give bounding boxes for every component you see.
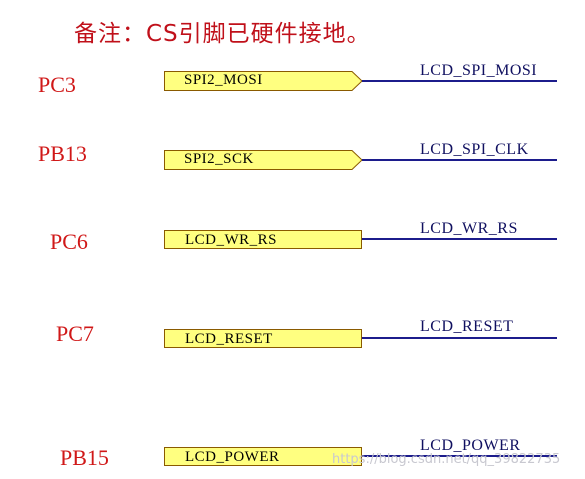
- watermark-url: https://blog.csdn.net/qq_39822735: [332, 452, 561, 467]
- port-spi2-mosi: SPI2_MOSI: [164, 71, 364, 91]
- pin-label-pb15: PB15: [60, 445, 109, 470]
- net-label-lcd-wr-rs: LCD_WR_RS: [420, 220, 518, 237]
- net-wire-clk: [362, 159, 557, 161]
- port-lcd-reset: LCD_RESET: [164, 329, 362, 348]
- port-label: SPI2_SCK: [184, 151, 254, 167]
- net-wire-power: [362, 455, 557, 457]
- net-label-lcd-spi-clk: LCD_SPI_CLK: [420, 141, 529, 158]
- net-label-lcd-power: LCD_POWER: [420, 437, 521, 454]
- note-text: 备注：CS引脚已硬件接地。: [74, 21, 371, 47]
- pin-label-pb13: PB13: [38, 141, 87, 166]
- net-wire-mosi: [362, 80, 557, 82]
- net-wire-reset: [362, 337, 557, 339]
- port-arrow-shape: [164, 71, 363, 91]
- port-spi2-sck: SPI2_SCK: [164, 150, 364, 170]
- port-arrow-shape: [164, 150, 363, 170]
- net-label-lcd-spi-mosi: LCD_SPI_MOSI: [420, 62, 538, 79]
- net-wire-wr-rs: [362, 238, 557, 240]
- pin-label-pc7: PC7: [56, 321, 94, 346]
- port-lcd-wr-rs: LCD_WR_RS: [164, 230, 362, 249]
- pin-label-pc3: PC3: [38, 72, 76, 97]
- port-lcd-power: LCD_POWER: [164, 447, 362, 466]
- net-label-lcd-reset: LCD_RESET: [420, 318, 514, 335]
- pin-label-pc6: PC6: [50, 229, 88, 254]
- port-label: SPI2_MOSI: [184, 72, 263, 88]
